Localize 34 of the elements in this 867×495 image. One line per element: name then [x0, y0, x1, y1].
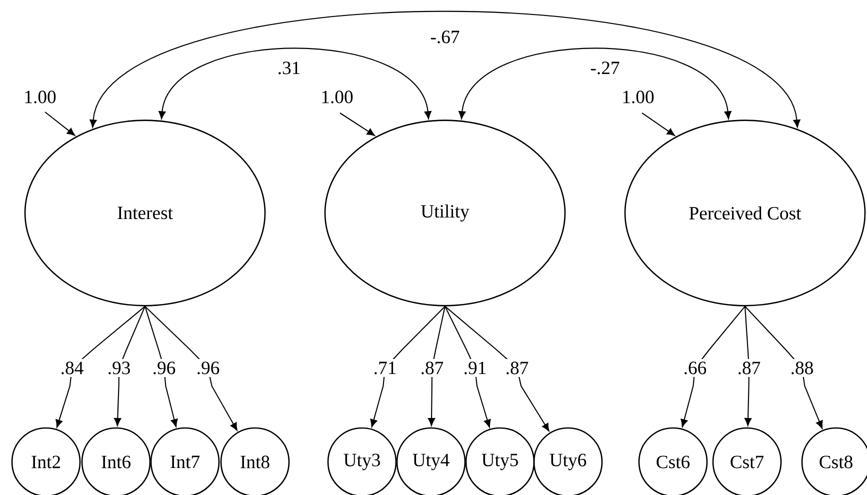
edge-label: .91 — [460, 359, 490, 377]
loading-arrow — [370, 306, 446, 428]
edge-label: -.27 — [588, 59, 622, 77]
edge-label: .96 — [194, 359, 222, 377]
edge-label: .84 — [58, 358, 86, 377]
variance-arrow — [340, 112, 375, 136]
edge-label: .87 — [418, 358, 446, 377]
edge-label: .93 — [104, 359, 134, 377]
loading-arrow — [444, 306, 491, 428]
loading-arrow — [144, 306, 238, 431]
covariance-arrow — [458, 48, 732, 120]
edge-label: -.67 — [428, 28, 462, 46]
loading-arrow — [444, 306, 550, 432]
loading-arrow — [428, 306, 446, 426]
loading-arrow — [744, 306, 752, 426]
covariance-arrow — [158, 48, 432, 120]
edge-label: .87 — [502, 358, 532, 377]
edge-label: .71 — [370, 359, 400, 377]
loading-arrow — [744, 306, 823, 429]
edge-label: 1.00 — [318, 88, 356, 106]
edge-label: .96 — [150, 359, 178, 377]
variance-arrow — [44, 112, 76, 136]
edge-label: .87 — [734, 358, 764, 377]
edge-label: .66 — [680, 359, 710, 377]
edge-label: .88 — [788, 358, 816, 377]
loading-arrow — [56, 306, 146, 428]
loading-arrow — [114, 306, 146, 426]
edge-label: .31 — [274, 59, 304, 77]
loading-arrow — [144, 306, 178, 428]
edge-label: 1.00 — [21, 88, 59, 106]
loading-arrow — [680, 306, 746, 428]
variance-arrow — [642, 112, 675, 136]
covariance-arrow — [90, 10, 800, 128]
edge-label: 1.00 — [619, 88, 657, 106]
